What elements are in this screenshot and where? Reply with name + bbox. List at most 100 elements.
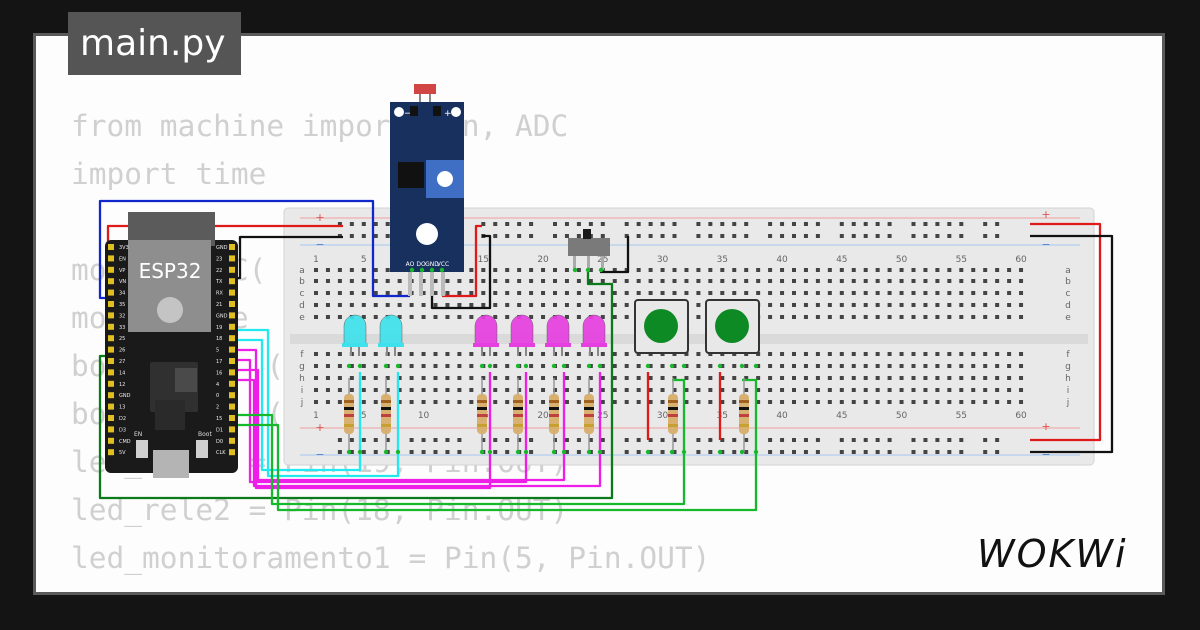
breadboard-hole[interactable] — [732, 388, 737, 392]
rail-hole[interactable] — [863, 222, 868, 226]
breadboard-hole[interactable] — [648, 364, 653, 368]
breadboard-hole[interactable] — [648, 279, 653, 283]
rail-hole[interactable] — [768, 234, 773, 238]
esp32-pin[interactable] — [229, 255, 235, 262]
breadboard-hole[interactable] — [433, 291, 438, 295]
breadboard-hole[interactable] — [935, 291, 940, 295]
breadboard-hole[interactable] — [564, 279, 569, 283]
rail-hole[interactable] — [517, 234, 522, 238]
breadboard-hole[interactable] — [361, 268, 366, 272]
breadboard-hole[interactable] — [349, 279, 354, 283]
breadboard-hole[interactable] — [541, 400, 546, 404]
breadboard-hole[interactable] — [959, 303, 964, 307]
breadboard-hole[interactable] — [1007, 400, 1012, 404]
rail-hole[interactable] — [959, 438, 964, 442]
breadboard-hole[interactable] — [529, 388, 534, 392]
rail-hole[interactable] — [553, 222, 557, 226]
breadboard-hole[interactable] — [325, 376, 330, 380]
rail-hole[interactable] — [768, 450, 773, 454]
rail-hole[interactable] — [911, 438, 916, 442]
breadboard-hole[interactable] — [911, 388, 916, 392]
rail-hole[interactable] — [648, 450, 653, 454]
breadboard-hole[interactable] — [839, 268, 844, 272]
breadboard-hole[interactable] — [899, 364, 904, 368]
breadboard-hole[interactable] — [923, 388, 928, 392]
rail-hole[interactable] — [995, 234, 1000, 238]
breadboard-hole[interactable] — [863, 279, 868, 283]
esp32-pin[interactable] — [229, 369, 235, 376]
rail-hole[interactable] — [803, 222, 808, 226]
breadboard-hole[interactable] — [983, 400, 988, 404]
rail-hole[interactable] — [995, 438, 1000, 442]
breadboard-hole[interactable] — [768, 376, 773, 380]
breadboard-hole[interactable] — [469, 315, 474, 319]
breadboard-hole[interactable] — [588, 303, 593, 307]
breadboard-hole[interactable] — [612, 291, 617, 295]
breadboard-hole[interactable] — [744, 364, 749, 368]
rail-hole[interactable] — [672, 438, 677, 442]
breadboard-hole[interactable] — [445, 400, 450, 404]
breadboard-hole[interactable] — [409, 352, 414, 356]
breadboard-hole[interactable] — [863, 364, 868, 368]
breadboard-hole[interactable] — [612, 303, 617, 307]
esp32-pin[interactable] — [108, 323, 114, 330]
rail-hole[interactable] — [517, 438, 522, 442]
rail-hole[interactable] — [935, 234, 940, 238]
rail-hole[interactable] — [815, 222, 820, 226]
rail-hole[interactable] — [887, 234, 892, 238]
rail-hole[interactable] — [911, 234, 916, 238]
led[interactable] — [342, 314, 368, 356]
breadboard-hole[interactable] — [983, 279, 988, 283]
rail-hole[interactable] — [851, 450, 856, 454]
rail-hole[interactable] — [696, 450, 701, 454]
breadboard-hole[interactable] — [588, 291, 593, 295]
breadboard-hole[interactable] — [349, 376, 354, 380]
rail-hole[interactable] — [636, 438, 641, 442]
breadboard-hole[interactable] — [397, 400, 402, 404]
breadboard-hole[interactable] — [576, 364, 581, 368]
breadboard-hole[interactable] — [1019, 352, 1024, 356]
breadboard-hole[interactable] — [564, 364, 569, 368]
breadboard-hole[interactable] — [612, 364, 617, 368]
rail-hole[interactable] — [373, 234, 378, 238]
breadboard-hole[interactable] — [732, 279, 737, 283]
esp32-pin[interactable] — [108, 266, 114, 273]
breadboard-hole[interactable] — [660, 279, 665, 283]
breadboard-hole[interactable] — [588, 388, 593, 392]
breadboard-hole[interactable] — [756, 352, 761, 356]
rail-hole[interactable] — [385, 438, 390, 442]
rail-hole[interactable] — [839, 450, 844, 454]
breadboard-hole[interactable] — [1019, 291, 1024, 295]
rail-hole[interactable] — [720, 450, 725, 454]
breadboard-hole[interactable] — [385, 303, 390, 307]
breadboard-hole[interactable] — [421, 388, 426, 392]
breadboard-hole[interactable] — [445, 315, 450, 319]
breadboard-hole[interactable] — [935, 364, 940, 368]
breadboard-hole[interactable] — [648, 291, 653, 295]
rail-hole[interactable] — [493, 450, 498, 454]
breadboard-hole[interactable] — [373, 268, 378, 272]
breadboard-hole[interactable] — [744, 291, 749, 295]
rail-hole[interactable] — [361, 234, 366, 238]
breadboard-hole[interactable] — [373, 315, 378, 319]
breadboard-hole[interactable] — [923, 279, 928, 283]
breadboard-hole[interactable] — [815, 291, 820, 295]
esp32-pin[interactable] — [229, 380, 235, 387]
rail-hole[interactable] — [493, 222, 498, 226]
rail-hole[interactable] — [732, 222, 737, 226]
breadboard-hole[interactable] — [505, 400, 510, 404]
rail-hole[interactable] — [624, 234, 629, 238]
rail-hole[interactable] — [792, 438, 796, 442]
breadboard-hole[interactable] — [1007, 303, 1012, 307]
breadboard-hole[interactable] — [600, 315, 605, 319]
breadboard-hole[interactable] — [361, 315, 366, 319]
breadboard-hole[interactable] — [863, 352, 868, 356]
breadboard-hole[interactable] — [696, 303, 701, 307]
rail-hole[interactable] — [839, 234, 844, 238]
breadboard-hole[interactable] — [397, 291, 402, 295]
esp32-pin[interactable] — [229, 449, 235, 456]
ldr-pin[interactable] — [419, 272, 423, 296]
breadboard-hole[interactable] — [612, 352, 617, 356]
breadboard-hole[interactable] — [839, 400, 844, 404]
breadboard-hole[interactable] — [995, 376, 1000, 380]
